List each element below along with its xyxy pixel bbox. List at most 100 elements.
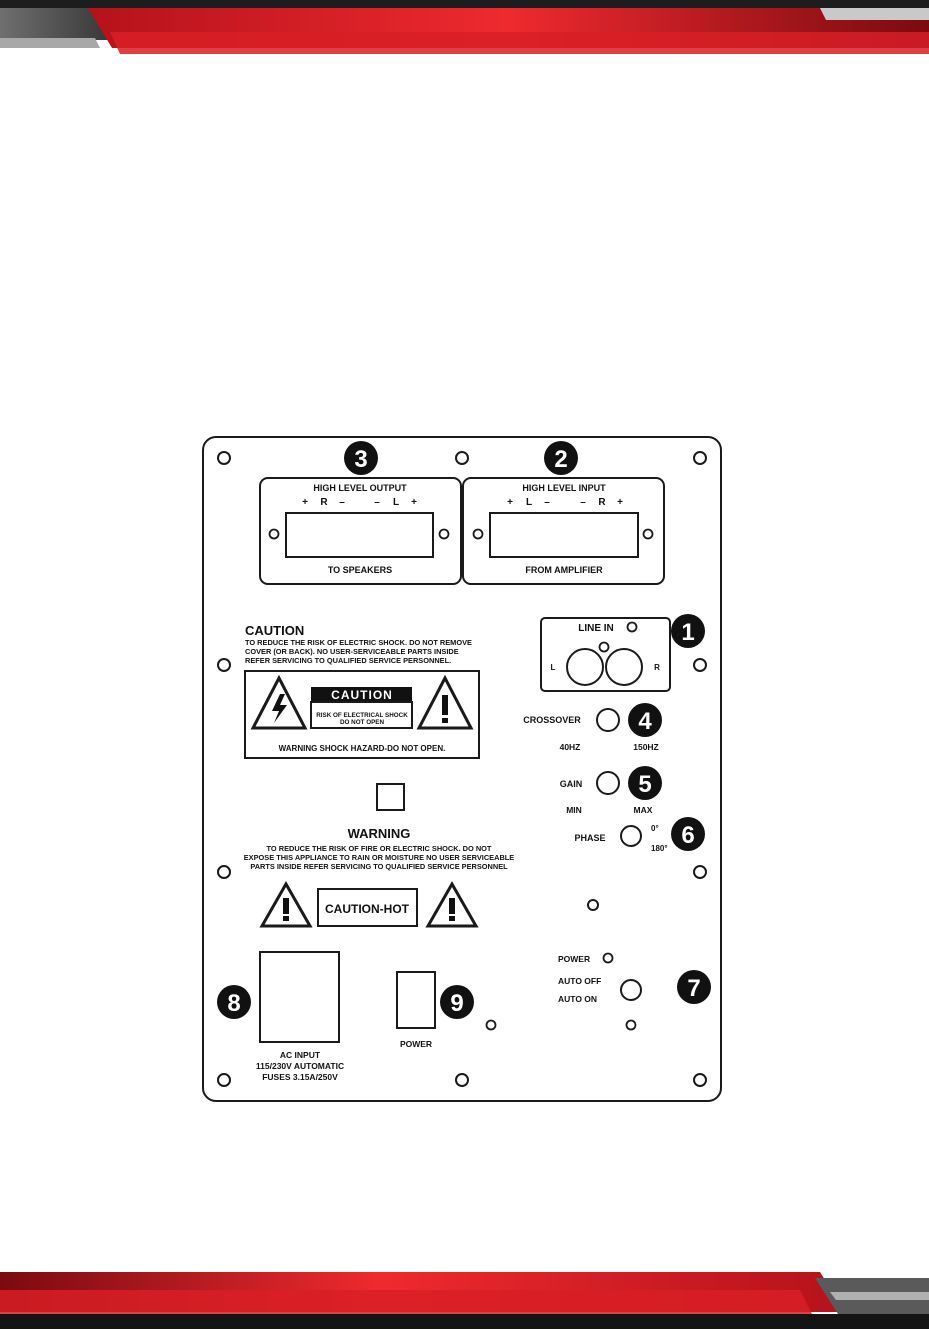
gain-label: GAIN (560, 779, 583, 789)
terminal-label: + (617, 497, 623, 508)
warning-text-line: PARTS INSIDE REFER SERVICING TO QUALIFIE… (250, 862, 508, 871)
svg-text:3: 3 (354, 446, 367, 473)
gain-min-label: MIN (566, 805, 582, 815)
caution-label-box (244, 670, 480, 759)
power-led-label: POWER (558, 954, 590, 964)
power-mode-block: POWER AUTO OFF AUTO ON (558, 952, 642, 1031)
phase-switch: PHASE 0° 180° (574, 824, 667, 853)
gain-knob[interactable] (596, 771, 620, 795)
gain-control: GAIN MIN MAX (560, 771, 653, 815)
screw-hole (217, 1073, 231, 1087)
terminal-label: R (320, 497, 328, 508)
ac-input-socket[interactable] (259, 951, 340, 1043)
terminal-label: – (374, 497, 380, 508)
svg-text:1: 1 (681, 619, 694, 646)
callout-1: 1 (671, 614, 705, 648)
screw-hole (268, 528, 280, 540)
phase-zero-label: 0° (651, 824, 659, 833)
callout-8: 8 (217, 985, 251, 1019)
power-rocker-switch[interactable] (396, 971, 436, 1029)
amplifier-terminal-block (489, 512, 639, 558)
caution-label-header (311, 687, 412, 702)
svg-text:4: 4 (638, 708, 652, 735)
caution-section: CAUTION TO REDUCE THE RISK OF ELECTRIC S… (244, 623, 480, 759)
crossover-min-label: 40HZ (560, 742, 581, 752)
indicator-square (376, 783, 405, 811)
screw-hole (693, 1073, 707, 1087)
warning-section: WARNING TO REDUCE THE RISK OF FIRE OR EL… (244, 826, 515, 928)
screw-hole (217, 658, 231, 672)
phase-toggle[interactable] (620, 825, 642, 847)
svg-text:7: 7 (687, 975, 700, 1002)
screw-hole (693, 451, 707, 465)
terminal-label: L (393, 497, 399, 508)
terminal-label: R (598, 497, 606, 508)
terminal-label: + (507, 497, 513, 508)
caution-text-line: COVER (OR BACK). NO USER-SERVICEABLE PAR… (245, 647, 459, 656)
auto-mode-switch[interactable] (620, 979, 642, 1001)
exclamation-warning-icon (416, 674, 474, 730)
svg-text:2: 2 (554, 446, 567, 473)
caution-text-line: REFER SERVICING TO QUALIFIED SERVICE PER… (245, 656, 451, 665)
ac-input-line: AC INPUT (280, 1050, 321, 1060)
svg-text:5: 5 (638, 771, 651, 798)
high-level-input-block: HIGH LEVEL INPUT + L – – R + FROM AMPLIF… (462, 477, 665, 585)
screw-hole (642, 528, 654, 540)
panel-outline (202, 436, 722, 1102)
speaker-terminal-block (285, 512, 434, 558)
svg-text:6: 6 (681, 822, 694, 849)
caution-hot-text: CAUTION-HOT (325, 902, 410, 916)
screw-hole (472, 528, 484, 540)
callout-3: 3 (344, 441, 378, 475)
caution-label-line: RISK OF ELECTRICAL SHOCK (316, 712, 408, 719)
exclamation-warning-icon (425, 880, 479, 928)
screw-hole (217, 865, 231, 879)
line-in-title: LINE IN (578, 623, 614, 634)
exclamation-warning-icon (259, 880, 313, 928)
screw-hole (217, 451, 231, 465)
indicator-led (598, 641, 610, 653)
terminal-label: L (526, 497, 532, 508)
caution-hot-label (317, 888, 418, 927)
svg-text:8: 8 (227, 990, 240, 1017)
ac-input-block: AC INPUT 115/230V AUTOMATIC FUSES 3.15A/… (256, 951, 344, 1082)
warning-text-line: TO REDUCE THE RISK OF FIRE OR ELECTRIC S… (267, 844, 492, 853)
screw-hole (625, 1019, 637, 1031)
rca-jack-left[interactable] (566, 648, 604, 686)
warning-text-line: EXPOSE THIS APPLIANCE TO RAIN OR MOISTUR… (244, 853, 515, 862)
screw-hole (438, 528, 450, 540)
rca-right-label: R (654, 663, 660, 672)
screw-hole (587, 899, 599, 911)
crossover-max-label: 150HZ (633, 742, 659, 752)
line-in-block: LINE IN L R (540, 617, 671, 692)
callout-4: 4 (628, 703, 662, 737)
bottom-banner (0, 1270, 929, 1329)
phase-180-label: 180° (651, 844, 668, 853)
screw-hole (455, 1073, 469, 1087)
caution-heading: CAUTION (245, 623, 304, 638)
auto-on-label: AUTO ON (558, 994, 597, 1004)
warning-heading: WARNING (348, 826, 411, 841)
callout-6: 6 (671, 817, 705, 851)
top-banner (0, 0, 929, 56)
crossover-label: CROSSOVER (523, 715, 581, 725)
high-level-output-title: HIGH LEVEL OUTPUT (313, 483, 407, 493)
caution-text-line: TO REDUCE THE RISK OF ELECTRIC SHOCK. DO… (245, 638, 472, 647)
high-level-output-block: HIGH LEVEL OUTPUT + R – – L + TO SPEAKER… (259, 477, 462, 585)
terminal-label: + (411, 497, 417, 508)
mounting-screws (217, 451, 707, 1087)
callout-2: 2 (544, 441, 578, 475)
auto-off-label: AUTO OFF (558, 976, 601, 986)
crossover-knob[interactable] (596, 708, 620, 732)
caution-label-title: CAUTION (331, 688, 393, 702)
callout-5: 5 (628, 766, 662, 800)
callout-9: 9 (440, 985, 474, 1019)
rca-jack-right[interactable] (605, 648, 643, 686)
screw-hole (693, 658, 707, 672)
terminal-label: – (339, 497, 345, 508)
callout-7: 7 (677, 970, 711, 1004)
phase-label: PHASE (574, 833, 605, 843)
terminal-label: + (302, 497, 308, 508)
terminal-label: – (544, 497, 550, 508)
